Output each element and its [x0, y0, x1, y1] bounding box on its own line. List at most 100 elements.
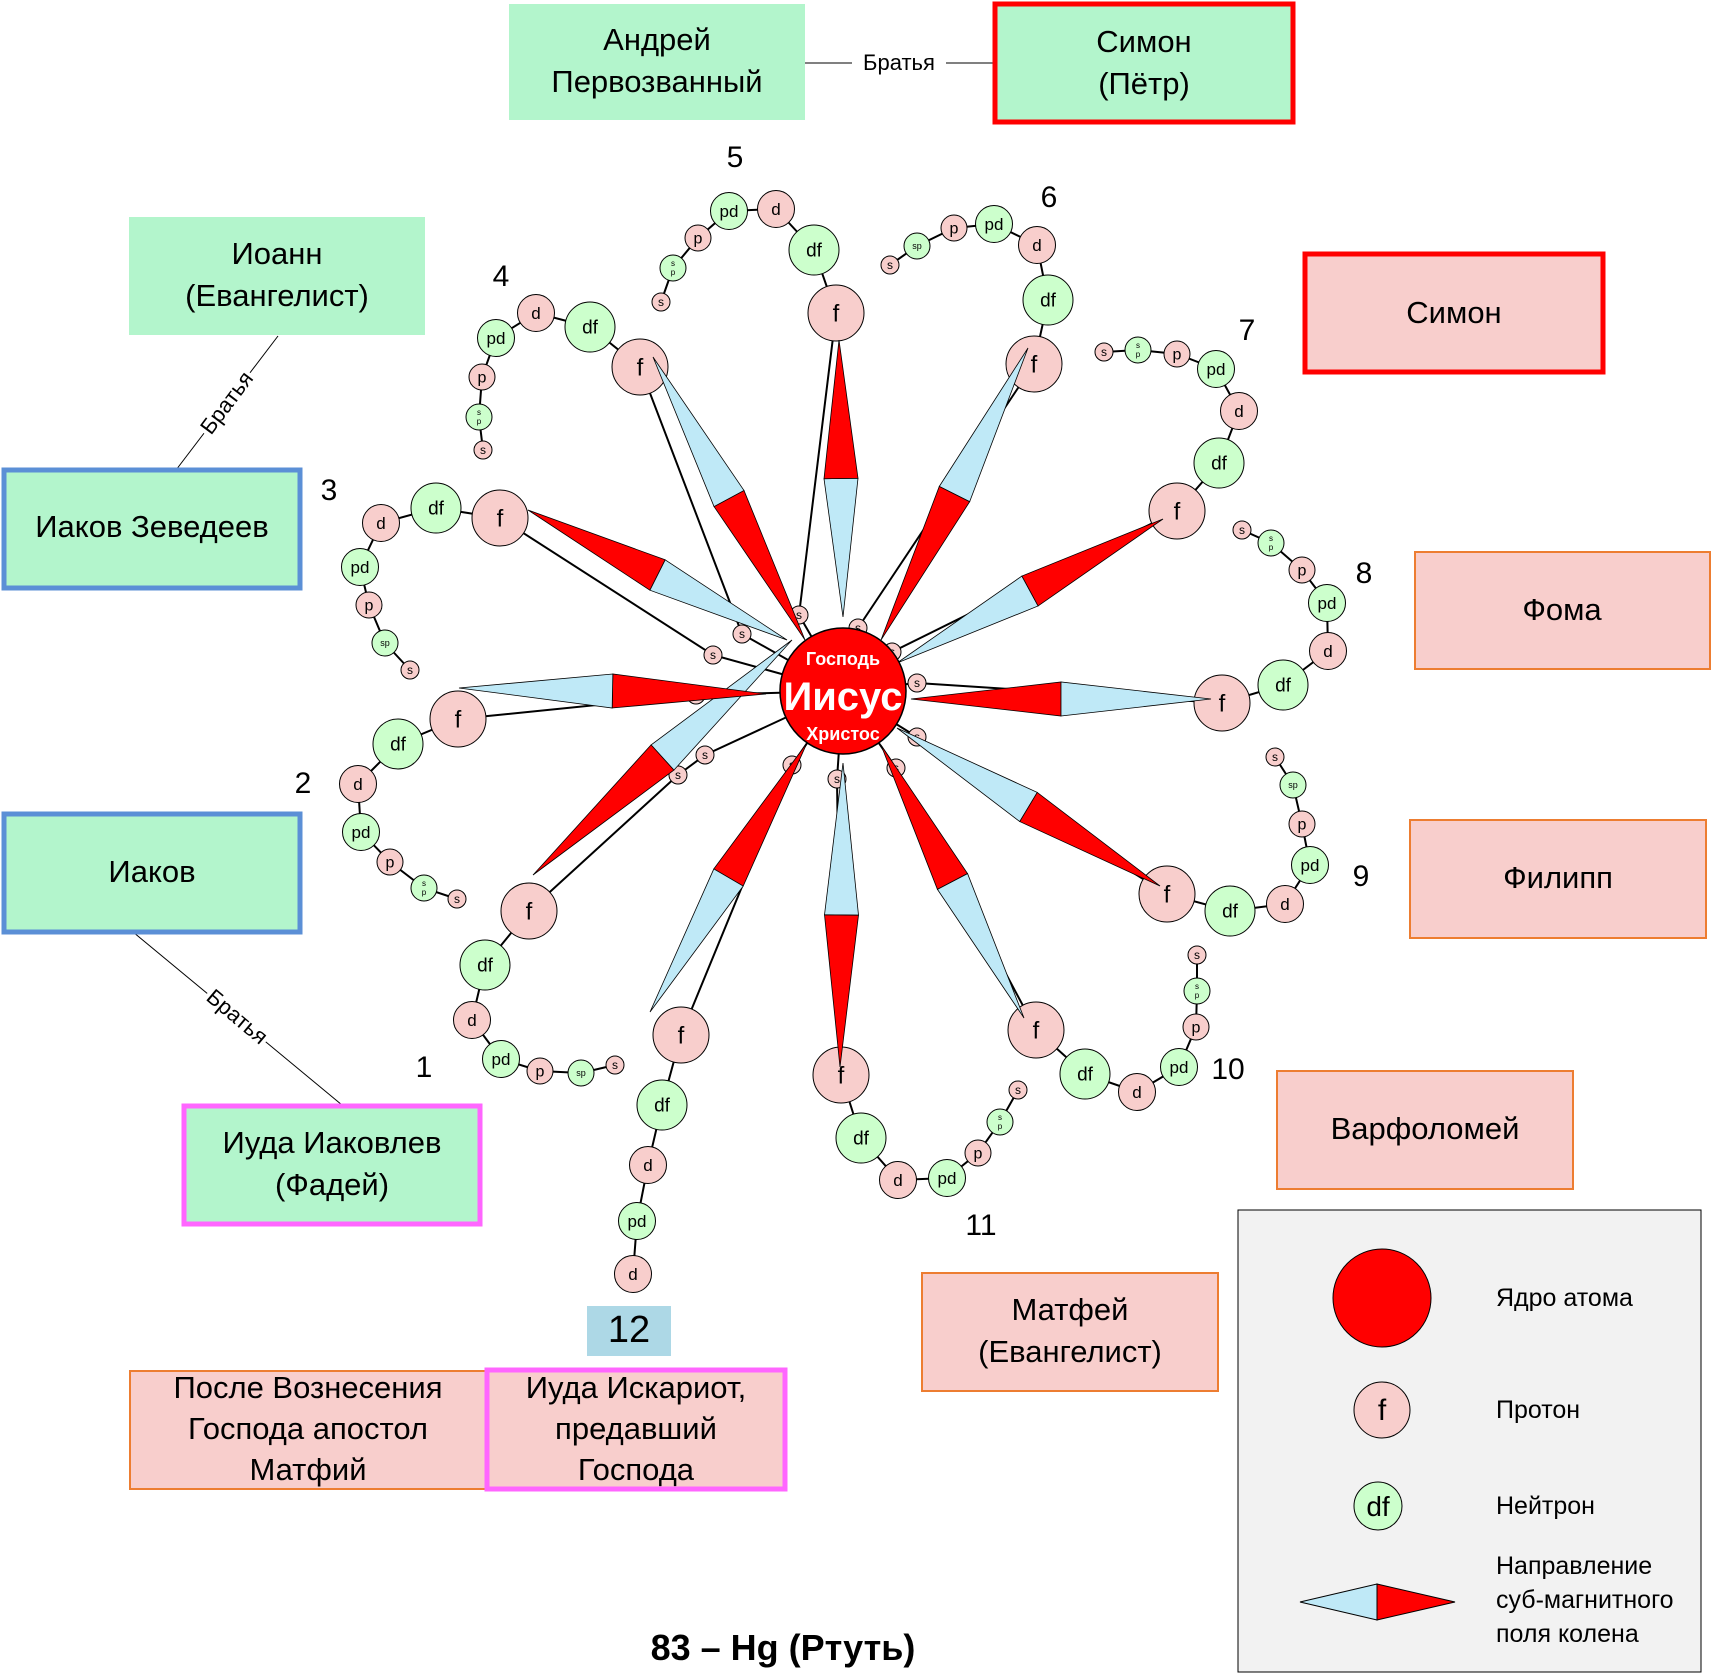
arm-1-node-f — [500, 882, 558, 940]
arm-8-node-label: s — [1269, 534, 1273, 543]
arm-11-node-label: s — [1015, 1083, 1021, 1097]
arm-4-node-label: pd — [487, 329, 506, 348]
arm-8-node-label: p — [1298, 563, 1307, 580]
arm-5-node-label: pd — [720, 202, 739, 221]
arm-number-12: 12 — [608, 1309, 650, 1351]
arm-10-node-p — [1182, 1013, 1210, 1041]
apostle-andrey-line2: Первозванный — [551, 64, 762, 99]
arm-5-node-sp — [659, 254, 687, 282]
arm-5-node-label: s — [796, 608, 802, 622]
arm-6-node-d — [1018, 226, 1056, 264]
arm-1-node-label: d — [467, 1011, 476, 1030]
arm-10-node-df — [1059, 1048, 1111, 1100]
arm-7-node-label: s — [1101, 345, 1107, 359]
apostle-andrey-line1: Андрей — [603, 22, 711, 57]
arm-1-node-label: s — [702, 748, 708, 762]
arm-2-node-label: p — [422, 888, 427, 897]
arm-number-3: 3 — [321, 474, 338, 507]
arm-3-node-label: s — [407, 663, 413, 677]
legend-nucleus-label: Ядро атома — [1496, 1284, 1633, 1312]
arm-8-node-label: s — [914, 676, 920, 690]
arm-numbers: 1 2 3 4 5 6 7 8 9 10 11 12 — [295, 141, 1372, 1356]
arm-6-node-sp — [903, 232, 931, 260]
field-spoke-1-outer — [532, 744, 675, 876]
arm-11-node-label: pd — [938, 1169, 957, 1188]
apostle-matfiy-line1: После Вознесения — [173, 1370, 442, 1405]
arm-number-11: 11 — [965, 1209, 996, 1242]
arm-3-node-f — [471, 489, 529, 547]
legend-box — [1237, 1209, 1702, 1673]
arm-4-node-label: df — [582, 318, 599, 339]
legend-field-label-3: поля колена — [1496, 1620, 1639, 1648]
arm-7-node-label: p — [1173, 347, 1182, 364]
field-spoke-10-outer — [936, 873, 1025, 1019]
arm-11-node-sp — [986, 1108, 1014, 1136]
arm-3-node-s — [400, 660, 420, 680]
arm-8-node-s — [1232, 520, 1252, 540]
arm-4-node-label: p — [478, 370, 487, 387]
arm-12-node-label: pd — [628, 1212, 647, 1231]
arm-7-node-df — [1193, 437, 1245, 489]
field-spoke-12-inner — [713, 742, 808, 887]
apostle-andrey: Андрей Первозванный — [509, 4, 805, 120]
arm-2-node-label: f — [455, 706, 462, 733]
arm-2-node-label: s — [454, 892, 460, 906]
arm-10-node-label: d — [1132, 1083, 1141, 1102]
apostle-iuda-iskariot-line3: Господа — [578, 1452, 695, 1487]
arm-10-node-s — [1187, 945, 1207, 965]
arm-2-node-s — [447, 889, 467, 909]
arm-10-node-label: s — [1194, 948, 1200, 962]
arm-11-node-label: s — [998, 1113, 1002, 1122]
apostle-matfey-line1: Матфей — [1012, 1292, 1129, 1327]
arm-8-node-sp — [1257, 529, 1285, 557]
arm-3-node-label: sp — [380, 638, 390, 648]
arm-5-node-p — [684, 224, 712, 252]
field-spoke-8-outer — [1060, 681, 1212, 717]
apostle-simon-petr-line1: Симон — [1096, 24, 1191, 59]
field-spoke-7-outer — [1021, 518, 1164, 607]
field-spoke-1-inner — [650, 639, 793, 771]
arm-5-node-label: s — [658, 295, 664, 309]
arm-12-node-pd — [618, 1202, 656, 1240]
arm-11-node-df — [835, 1112, 887, 1164]
arm-9-node-label: pd — [1301, 856, 1320, 875]
arm-4-node-f — [611, 338, 669, 396]
arm-1-node-d — [453, 1001, 491, 1039]
arm-8-node-p — [1288, 556, 1316, 584]
arm-6-node-label: d — [1032, 236, 1041, 255]
arm-number-2: 2 — [295, 767, 312, 800]
arm-12-node-f — [652, 1006, 710, 1064]
arm-8-node-s — [907, 673, 927, 693]
apostle-ioann-line2: (Евангелист) — [185, 278, 369, 313]
apostle-simon: Симон — [1302, 251, 1606, 375]
arm-4-node-label: p — [477, 417, 482, 426]
apostle-varfolomey: Варфоломей — [1276, 1070, 1574, 1190]
arm-4-node-p — [468, 363, 496, 391]
arm-9-node-s — [1265, 747, 1285, 767]
arm-4-node-label: s — [477, 408, 481, 417]
brothers-label-left-upper: Братья — [195, 366, 258, 438]
arm-6-node-f — [1005, 335, 1063, 393]
arm-7-node-pd — [1197, 350, 1235, 388]
arm-1-node-label: sp — [576, 1068, 586, 1078]
arm-2-node-sp — [410, 874, 438, 902]
arm-7-node-p — [1163, 340, 1191, 368]
arm-10-node-label: s — [1195, 982, 1199, 991]
apostle-matfiy-line2: Господа апостол — [188, 1411, 428, 1446]
apostle-iuda-iakovlev: Иуда Иаковлев (Фадей) — [181, 1103, 483, 1227]
arm-12-node-d — [629, 1146, 667, 1184]
arm-4-node-pd — [477, 319, 515, 357]
arm-9-node-sp — [1279, 771, 1307, 799]
arm-11-node-p — [964, 1139, 992, 1167]
arm-7-node-label: f — [1174, 498, 1181, 525]
arm-7-node-d — [1220, 392, 1258, 430]
field-spoke-9-outer — [1019, 791, 1161, 887]
arm-9-node-f — [1138, 865, 1196, 923]
arm-8-node-label: d — [1323, 642, 1332, 661]
arms-layer: ssfdfdpdpspssfdfdpdpspssfdfdpdpspssfdfdp… — [339, 190, 1347, 1293]
arm-12-node-label: d — [643, 1156, 652, 1175]
field-spoke-12-outer — [649, 868, 744, 1013]
arm-12-node-label: f — [678, 1022, 685, 1049]
